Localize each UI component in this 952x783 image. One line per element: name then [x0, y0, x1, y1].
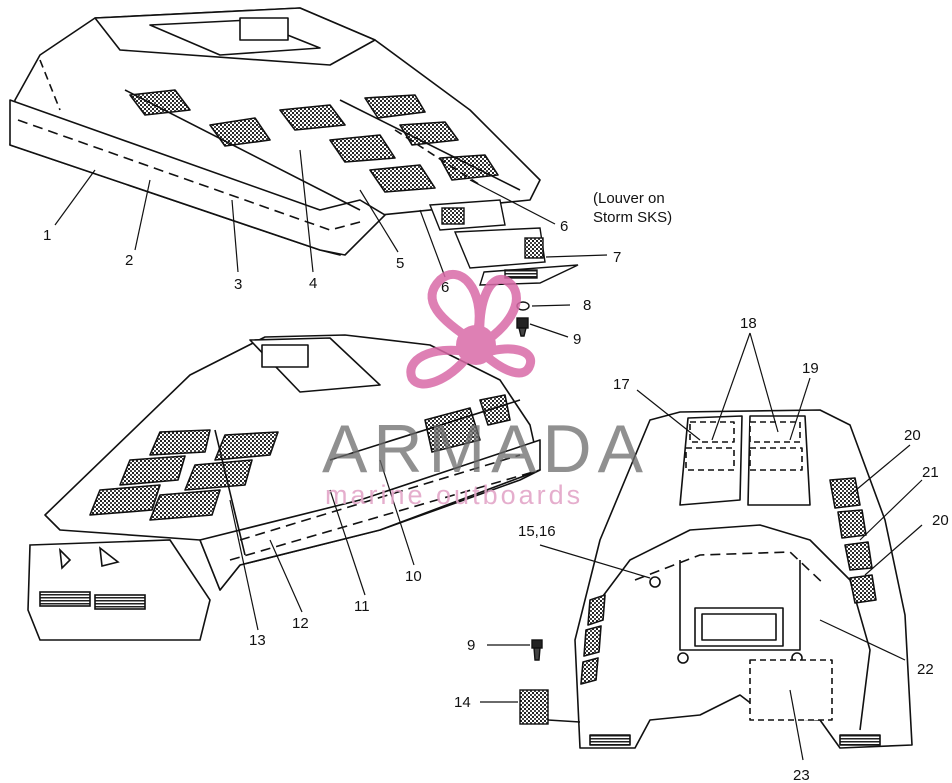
middle-hood-vents	[89, 394, 511, 521]
front-bumper	[27, 539, 211, 641]
hardware-bottom	[519, 639, 581, 725]
propeller-logo-icon	[406, 270, 536, 389]
callout-10: 10	[405, 568, 422, 585]
callout-9b: 9	[467, 637, 475, 654]
leader-lines	[54, 149, 923, 761]
callout-1516: 15,16	[518, 523, 556, 540]
callout-6b: 6	[560, 218, 568, 235]
callout-1: 1	[43, 227, 51, 244]
callout-14: 14	[454, 694, 471, 711]
callout-2: 2	[125, 252, 133, 269]
callout-7: 7	[613, 249, 621, 266]
callout-5: 5	[396, 255, 404, 272]
watermark-subtitle: marine outboards	[325, 480, 583, 510]
louver-note: (Louver on Storm SKS)	[593, 190, 672, 226]
callout-19: 19	[802, 360, 819, 377]
callout-17: 17	[613, 376, 630, 393]
callout-23: 23	[793, 767, 810, 783]
note-line-2: Storm SKS)	[593, 209, 672, 226]
middle-hood-assembly	[44, 334, 541, 591]
callout-20b: 20	[932, 512, 949, 529]
callout-4: 4	[309, 275, 317, 292]
armada-watermark: ARMADA marine outboards	[322, 270, 649, 510]
top-hood-assembly	[9, 7, 541, 256]
callout-18: 18	[740, 315, 757, 332]
callout-3: 3	[234, 276, 242, 293]
callout-9a: 9	[573, 331, 581, 348]
louver-assembly	[428, 199, 579, 286]
callout-21: 21	[922, 464, 939, 481]
callout-11: 11	[354, 598, 370, 615]
watermark-title: ARMADA	[322, 411, 649, 487]
callout-20a: 20	[904, 427, 921, 444]
callout-8: 8	[583, 297, 591, 314]
callout-labels: 1 2 3 4 5 6 6 7 8 9 10 11 12 13 15,16 17…	[43, 218, 949, 783]
underside-hood-assembly	[574, 409, 913, 749]
callout-22: 22	[917, 661, 934, 678]
note-line-1: (Louver on	[593, 190, 665, 207]
part-23-panel	[749, 659, 833, 721]
callout-13: 13	[249, 632, 266, 649]
top-hood-vents	[129, 89, 499, 193]
callout-12: 12	[292, 615, 309, 632]
callout-6a: 6	[441, 279, 449, 296]
